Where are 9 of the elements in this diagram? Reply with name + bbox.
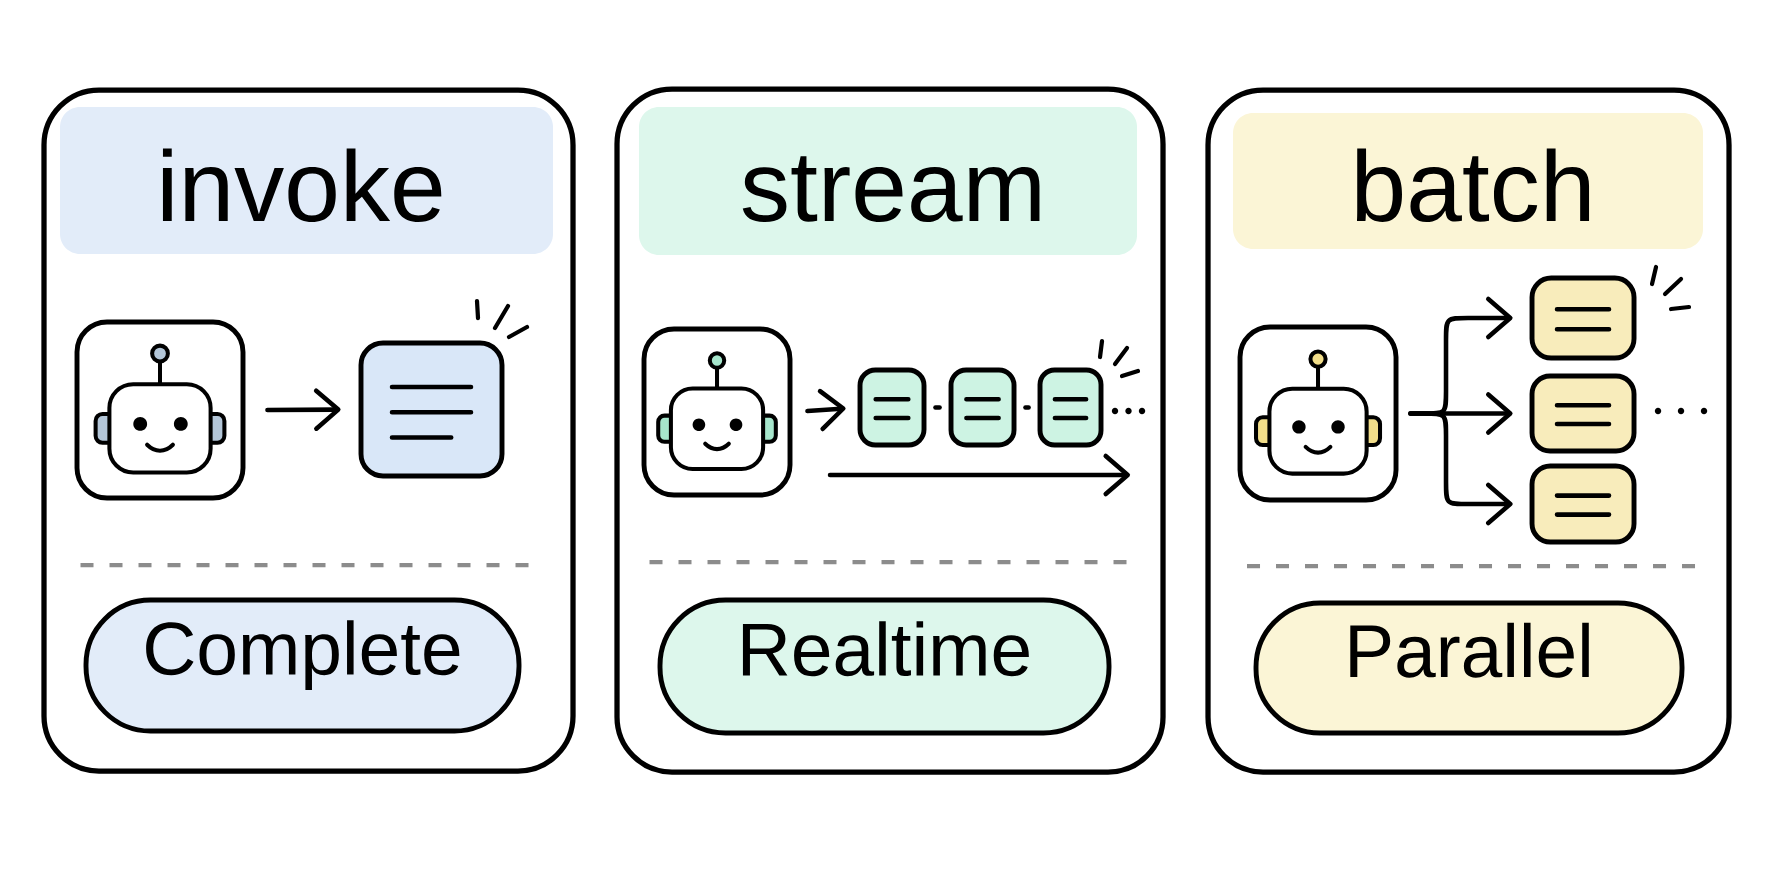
pill-label: Parallel xyxy=(1253,600,1685,736)
panel-title: invoke xyxy=(60,107,553,254)
connector-line xyxy=(1023,405,1031,410)
pill-label: Realtime xyxy=(657,597,1112,736)
connector-line xyxy=(933,405,942,410)
panel-title: batch xyxy=(1233,113,1703,249)
branch-arrow xyxy=(1408,411,1513,526)
panel-title: stream xyxy=(639,107,1137,255)
pill-label: Complete xyxy=(83,597,522,734)
